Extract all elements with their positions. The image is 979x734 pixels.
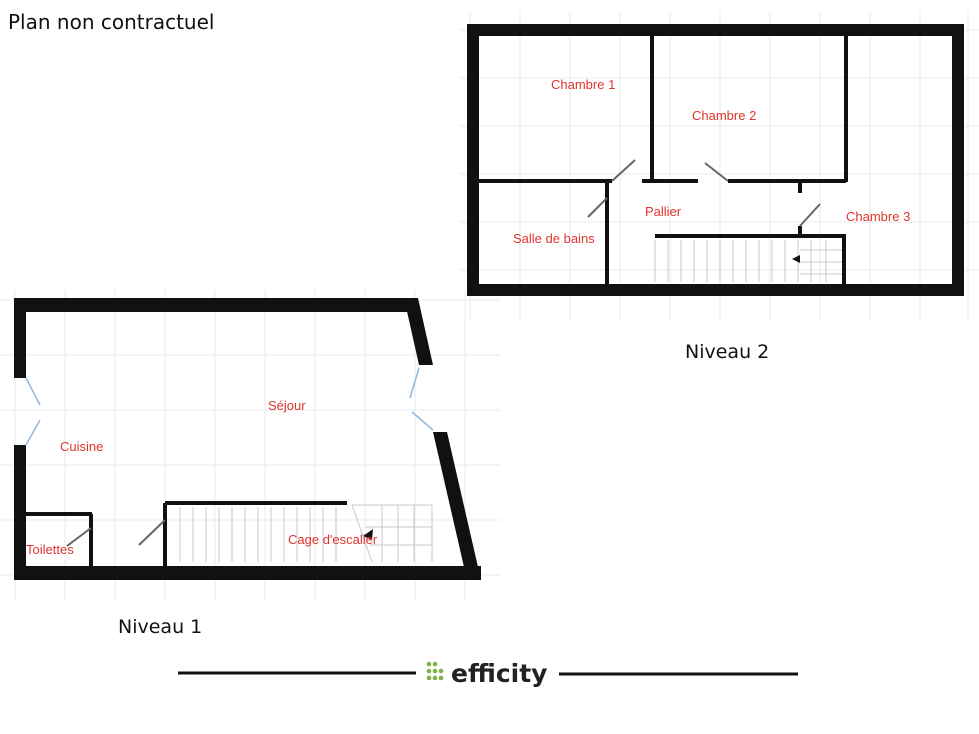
l1-wall-left-top	[14, 298, 26, 378]
l2-wall-right	[952, 24, 964, 296]
label-toilettes: Toilettes	[26, 542, 74, 557]
l1-wall-left-bottom	[14, 445, 26, 580]
label-chambre-1: Chambre 1	[551, 77, 615, 92]
level-2-label: Niveau 2	[685, 341, 770, 363]
l1-stairs	[179, 504, 433, 563]
l2-stairs	[654, 240, 842, 282]
l1-door-entry	[25, 377, 41, 446]
l1-wall-bottom	[14, 566, 481, 580]
level-1-label: Niveau 1	[118, 616, 203, 638]
level-2-plan: Chambre 1 Chambre 2 Chambre 3 Salle de b…	[460, 12, 979, 320]
l1-wall-top	[14, 298, 416, 312]
plan-title: Plan non contractuel	[8, 10, 215, 34]
l2-door-chambre3	[799, 203, 821, 227]
efficity-logo-text: efficity	[451, 659, 547, 688]
label-chambre-2: Chambre 2	[692, 108, 756, 123]
l2-wall-left	[467, 24, 479, 296]
efficity-dots-icon	[426, 661, 444, 681]
l1-door-right	[409, 367, 434, 431]
l1-wall-right-top	[404, 298, 433, 365]
label-chambre-3: Chambre 3	[846, 209, 910, 224]
l2-door-chambre2	[704, 162, 729, 182]
label-salle-de-bains: Salle de bains	[513, 231, 595, 246]
l1-stair-arrow-icon	[363, 529, 373, 540]
label-sejour: Séjour	[268, 398, 306, 413]
l2-door-bath	[587, 197, 608, 218]
l1-door-wc	[66, 527, 92, 547]
l2-door-chambre1	[611, 159, 636, 182]
l2-stair-arrow-icon	[792, 255, 800, 263]
label-cuisine: Cuisine	[60, 439, 103, 454]
logo-bar: efficity	[178, 659, 798, 688]
level-1-plan: Séjour Cuisine Toilettes Cage d'escalier	[0, 290, 500, 600]
l2-wall-top	[467, 24, 964, 36]
l1-wall-right-bottom	[433, 432, 481, 580]
l1-door-stair	[138, 519, 166, 546]
label-pallier: Pallier	[645, 204, 682, 219]
label-cage-escalier: Cage d'escalier	[288, 532, 378, 547]
l2-wall-bottom	[467, 284, 964, 296]
